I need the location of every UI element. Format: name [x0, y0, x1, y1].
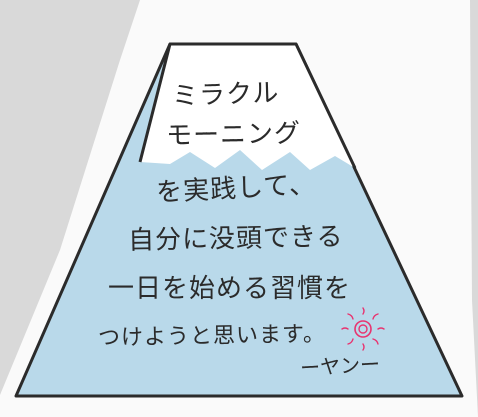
note-line-5: 一日を始める習慣を — [108, 274, 352, 304]
note-line-6: つけようと思います。 — [97, 322, 327, 351]
note-line-4: 自分に没頭できる — [127, 222, 344, 256]
mountain-top-outline — [138, 42, 357, 169]
note-line-2: モーニング — [165, 118, 302, 152]
sun-doodle-icon — [341, 307, 385, 351]
signature: ーヤンー — [299, 351, 381, 381]
note-line-1: ミラクル — [171, 78, 280, 112]
mountain-snow-cap — [140, 44, 355, 170]
